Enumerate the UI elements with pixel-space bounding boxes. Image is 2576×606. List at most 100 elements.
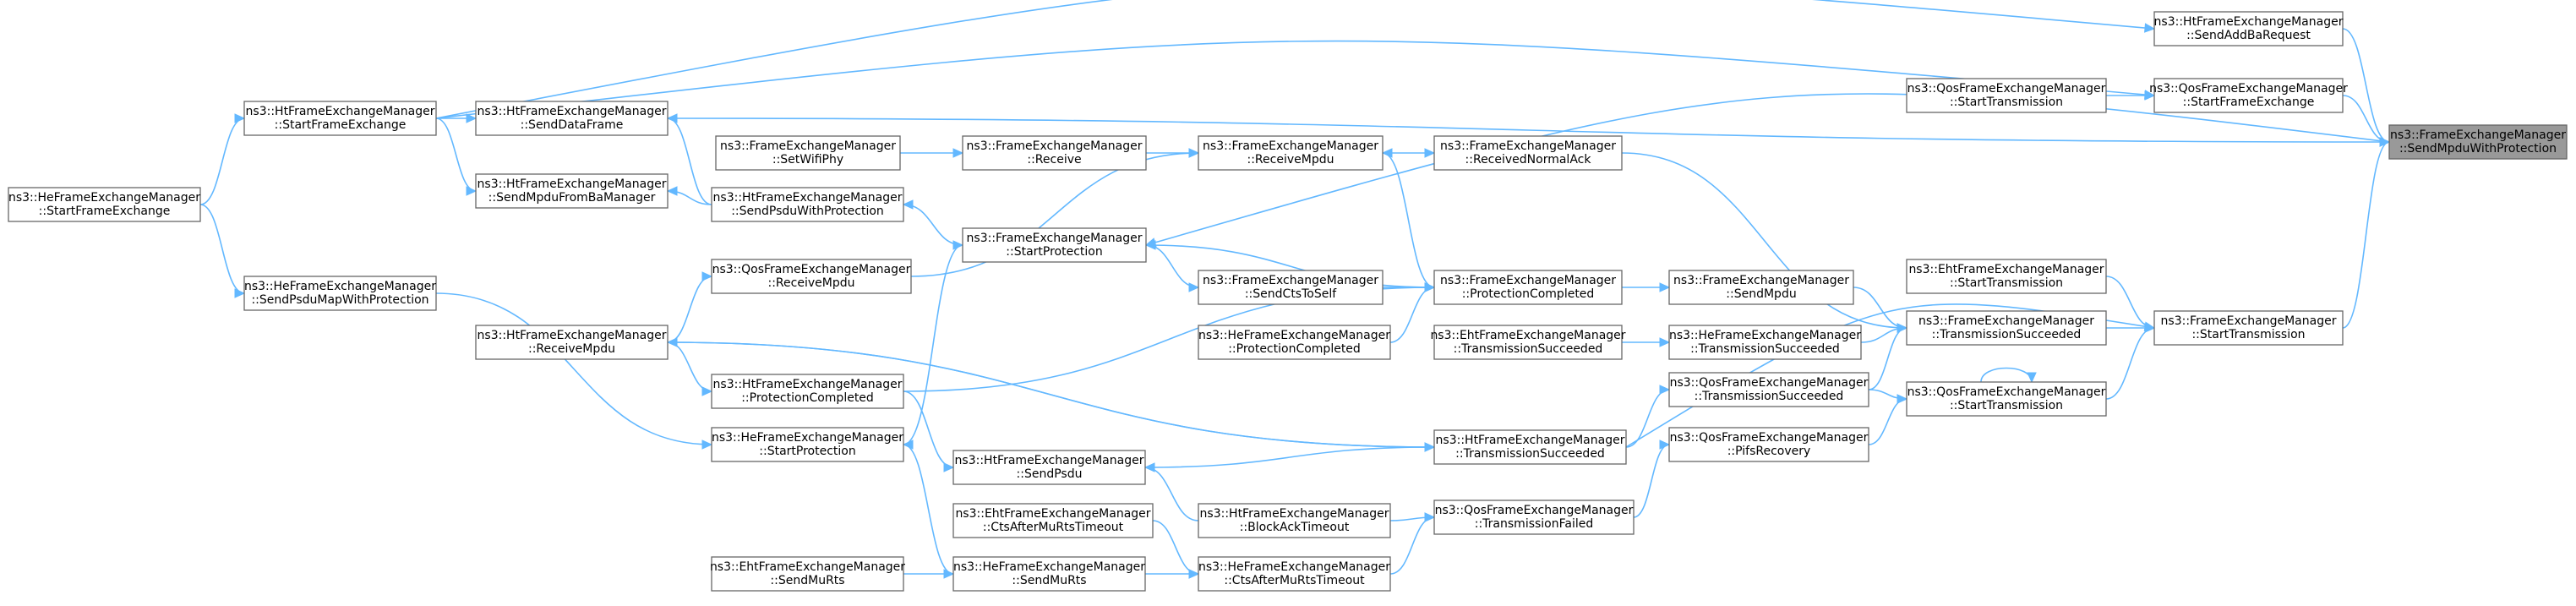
edge-ht-send-psdu-with-protection-to-ht-send-data-frame (666, 113, 712, 205)
node-he-protection-completed[interactable]: ns3::HeFrameExchangeManager::ProtectionC… (1198, 325, 1391, 360)
node-ht-receive-mpdu[interactable]: ns3::HtFrameExchangeManager::ReceiveMpdu (475, 325, 669, 360)
node-he-start-frame-exchange[interactable]: ns3::HeFrameExchangeManager::StartFrameE… (8, 187, 201, 222)
node-fe-start-protection[interactable]: ns3::FrameExchangeManager::StartProtecti… (962, 227, 1147, 263)
edge-arrowhead (701, 271, 713, 281)
edge-line (1853, 287, 1907, 329)
node-qos-receive-mpdu[interactable]: ns3::QosFrameExchangeManager::ReceiveMpd… (711, 259, 912, 294)
node-ht-send-psdu-with-protection[interactable]: ns3::HtFrameExchangeManager::SendPsduWit… (711, 187, 904, 222)
node-class-label: ns3::HtFrameExchangeManager (246, 105, 435, 118)
node-method-label: ::ReceiveMpdu (528, 342, 615, 356)
edge-line (1625, 389, 1670, 448)
node-fe-start-transmission[interactable]: ns3::FrameExchangeManager::StartTransmis… (2153, 310, 2344, 346)
node-ht-block-ack-timeout[interactable]: ns3::HtFrameExchangeManager::BlockAckTim… (1198, 503, 1391, 538)
node-class-label: ns3::FrameExchangeManager (2161, 314, 2337, 328)
node-box (1198, 556, 1391, 592)
node-method-label: ::SendCtsToSelf (1245, 287, 1337, 301)
edge-arrowhead (666, 113, 678, 123)
node-box (952, 503, 1154, 538)
node-class-label: ns3::HtFrameExchangeManager (1200, 507, 1389, 521)
node-ht-transmission-succeeded[interactable]: ns3::HtFrameExchangeManager::Transmissio… (1433, 429, 1627, 465)
node-eht-send-mu-rts[interactable]: ns3::EhtFrameExchangeManager::SendMuRts (710, 556, 905, 592)
node-qos-start-frame-exchange[interactable]: ns3::QosFrameExchangeManager::StartFrame… (2149, 78, 2348, 113)
node-ht-start-frame-exchange[interactable]: ns3::HtFrameExchangeManager::StartFrameE… (243, 101, 437, 136)
node-class-label: ns3::FrameExchangeManager (1440, 139, 1616, 153)
node-he-cts-after-mu-rts-timeout[interactable]: ns3::HeFrameExchangeManager::CtsAfterMuR… (1198, 556, 1391, 592)
node-method-label: ::ProtectionCompleted (741, 391, 874, 405)
edge-ht-send-psdu-with-protection-to-ht-send-mpdu-from-ba-manager (666, 186, 712, 205)
edge-arrowhead (952, 240, 964, 250)
node-box (711, 187, 904, 222)
edge-arrowhead (1659, 439, 1671, 450)
edge-line (1980, 367, 2033, 383)
edge-arrowhead (1424, 442, 1436, 452)
node-box (1906, 381, 2107, 417)
node-he-start-protection[interactable]: ns3::HeFrameExchangeManager::StartProtec… (711, 427, 904, 462)
node-class-label: ns3::EhtFrameExchangeManager (710, 560, 905, 574)
node-fe-receive-mpdu[interactable]: ns3::FrameExchangeManager::ReceiveMpdu (1198, 135, 1384, 171)
edge-he-send-mu-rts-to-he-cts-after-mu-rts-timeout (1145, 569, 1200, 579)
edge-ht-start-frame-exchange-to-ht-send-mpdu-from-ba-manager (435, 117, 478, 196)
node-class-label: ns3::FrameExchangeManager (1918, 314, 2094, 328)
edge-arrowhead (902, 439, 914, 450)
node-fe-set-wifi-phy[interactable]: ns3::FrameExchangeManager::SetWifiPhy (715, 135, 901, 171)
edge-line (2342, 28, 2390, 143)
edge-ht-transmission-succeeded-to-qos-transmission-succeeded (1625, 385, 1671, 448)
node-he-send-psdu-map-with-protection[interactable]: ns3::HeFrameExchangeManager::SendPsduMap… (243, 276, 437, 311)
node-fe-protection-completed[interactable]: ns3::FrameExchangeManager::ProtectionCom… (1433, 270, 1623, 305)
edge-arrowhead (466, 186, 478, 196)
node-box (1668, 325, 1862, 360)
edge-line (910, 152, 1199, 277)
node-fe-transmission-succeeded[interactable]: ns3::FrameExchangeManager::TransmissionS… (1906, 310, 2107, 346)
node-eht-transmission-succeeded[interactable]: ns3::EhtFrameExchangeManager::Transmissi… (1430, 325, 1626, 360)
edge-arrowhead (2027, 372, 2037, 384)
node-eht-start-transmission[interactable]: ns3::EhtFrameExchangeManager::StartTrans… (1906, 259, 2107, 294)
node-method-label: ::StartFrameExchange (39, 205, 171, 218)
node-class-label: ns3::HtFrameExchangeManager (478, 177, 667, 191)
edge-ht-start-frame-exchange-to-send-add-ba-request (435, 0, 2156, 119)
node-fe-receive[interactable]: ns3::FrameExchangeManager::Receive (962, 135, 1147, 171)
node-class-label: ns3::FrameExchangeManager (967, 232, 1143, 245)
node-he-transmission-succeeded[interactable]: ns3::HeFrameExchangeManager::Transmissio… (1668, 325, 1862, 360)
edge-arrowhead (701, 386, 713, 396)
node-qos-transmission-failed[interactable]: ns3::QosFrameExchangeManager::Transmissi… (1433, 500, 1635, 535)
node-box (711, 427, 904, 462)
node-class-label: ns3::FrameExchangeManager (1203, 274, 1378, 287)
node-method-label: ::TransmissionSucceeded (1454, 342, 1603, 356)
node-send-add-ba-request[interactable]: ns3::HtFrameExchangeManager::SendAddBaRe… (2153, 11, 2344, 46)
node-method-label: ::ReceiveMpdu (768, 276, 855, 290)
node-box (1198, 325, 1391, 360)
node-qos-start-transmission2[interactable]: ns3::QosFrameExchangeManager::StartTrans… (1906, 381, 2107, 417)
node-ht-protection-completed[interactable]: ns3::HtFrameExchangeManager::ProtectionC… (711, 374, 904, 409)
edge-line (667, 117, 2390, 143)
edge-arrowhead (1188, 282, 1200, 292)
node-eht-cts-after-mu-rts-timeout[interactable]: ns3::EhtFrameExchangeManager::CtsAfterMu… (952, 503, 1154, 538)
node-qos-pifs-recovery[interactable]: ns3::QosFrameExchangeManager::PifsRecove… (1668, 427, 1869, 462)
edge-arrowhead (466, 113, 478, 123)
node-class-label: ns3::HtFrameExchangeManager (713, 191, 903, 205)
node-box (1668, 270, 1854, 305)
node-fe-received-normal-ack[interactable]: ns3::FrameExchangeManager::ReceivedNorma… (1433, 135, 1623, 171)
edge-line (667, 276, 712, 343)
node-he-send-mu-rts[interactable]: ns3::HeFrameExchangeManager::SendMuRts (952, 556, 1146, 592)
node-method-label: ::StartTransmission (1950, 276, 2063, 290)
edge-line (1145, 93, 2390, 246)
node-ht-send-data-frame[interactable]: ns3::HtFrameExchangeManager::SendDataFra… (475, 101, 669, 136)
node-qos-transmission-succeeded[interactable]: ns3::QosFrameExchangeManager::Transmissi… (1668, 372, 1869, 407)
node-ht-send-mpdu-from-ba-manager[interactable]: ns3::HtFrameExchangeManager::SendMpduFro… (475, 173, 669, 209)
node-qos-start-transmission[interactable]: ns3::QosFrameExchangeManager::StartTrans… (1906, 78, 2107, 113)
node-ht-send-psdu[interactable]: ns3::HtFrameExchangeManager::SendPsdu (952, 450, 1146, 485)
node-root[interactable]: ns3::FrameExchangeManager::SendMpduWithP… (2388, 124, 2568, 160)
edge-qos-transmission-failed-to-qos-pifs-recovery (1633, 439, 1671, 518)
edge-line (1389, 516, 1435, 575)
node-fe-send-mpdu[interactable]: ns3::FrameExchangeManager::SendMpdu (1668, 270, 1854, 305)
node-box (475, 325, 669, 360)
edge-arrowhead (1424, 282, 1436, 292)
edge-fe-start-protection-to-ht-send-psdu-with-protection (902, 199, 963, 246)
node-fe-send-cts-to-self[interactable]: ns3::FrameExchangeManager::SendCtsToSelf (1198, 270, 1384, 305)
edge-arrowhead (1188, 569, 1200, 579)
node-method-label: ::StartProtection (1006, 245, 1102, 259)
node-class-label: ns3::HtFrameExchangeManager (2154, 15, 2344, 29)
edge-qos-pifs-recovery-to-qos-start-transmission2 (1868, 394, 1908, 445)
edge-fe-received-normal-ack-to-fe-transmission-succeeded (1621, 152, 1908, 333)
edge-line (1868, 327, 1907, 390)
